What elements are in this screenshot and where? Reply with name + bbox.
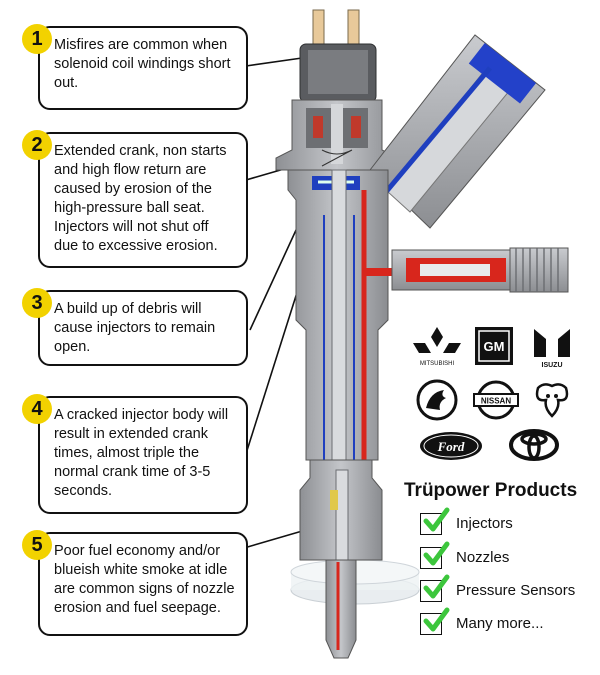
callout-2: Extended crank, non starts and high flow…	[38, 132, 248, 268]
check-icon	[423, 507, 450, 532]
electrical-connector	[299, 9, 377, 103]
nissan-logo: NISSAN	[473, 380, 519, 420]
callout-3-text: A build up of debris will cause injector…	[54, 301, 216, 355]
callout-5-badge: 5	[22, 530, 52, 560]
svg-text:ISUZU: ISUZU	[542, 362, 563, 369]
callout-4-text: A cracked injector body will result in e…	[54, 407, 229, 499]
callout-4: A cracked injector body will result in e…	[38, 396, 248, 514]
product-label: Nozzles	[456, 549, 510, 566]
callout-5: Poor fuel economy and/or blueish white s…	[38, 532, 248, 636]
callout-4-badge: 4	[22, 394, 52, 424]
fuel-return-tube	[369, 34, 546, 229]
svg-text:Ford: Ford	[437, 439, 465, 454]
toyota-logo	[509, 429, 559, 461]
check-icon	[423, 574, 450, 599]
svg-text:NISSAN: NISSAN	[481, 397, 511, 406]
callout-5-text: Poor fuel economy and/or blueish white s…	[54, 543, 235, 616]
callout-2-text: Extended crank, non starts and high flow…	[54, 143, 227, 254]
callout-1-text: Misfires are common when solenoid coil w…	[54, 37, 231, 91]
svg-text:MITSUBISHI: MITSUBISHI	[420, 361, 455, 367]
callout-2-badge: 2	[22, 130, 52, 160]
callout-3-badge: 3	[22, 288, 52, 318]
nozzle-tip	[325, 559, 357, 659]
holden-logo	[416, 379, 458, 421]
product-label: Pressure Sensors	[456, 582, 576, 599]
check-icon	[423, 607, 450, 632]
dodge-ram-logo	[535, 383, 569, 418]
product-label: Injectors	[456, 515, 513, 532]
callout-3: A build up of debris will cause injector…	[38, 290, 248, 366]
products-title: Trüpower Products	[404, 480, 578, 501]
callout-1-badge: 1	[22, 24, 52, 54]
mitsubishi-logo: MITSUBISHI	[413, 327, 461, 367]
gm-logo: GM	[475, 327, 513, 365]
high-pressure-inlet	[391, 247, 569, 293]
callout-1: Misfires are common when solenoid coil w…	[38, 26, 248, 110]
check-icon	[423, 541, 450, 566]
svg-text:GM: GM	[484, 339, 505, 354]
ford-logo: Ford	[420, 432, 482, 460]
isuzu-logo: ISUZU	[534, 329, 570, 369]
product-label: Many more...	[456, 615, 544, 632]
